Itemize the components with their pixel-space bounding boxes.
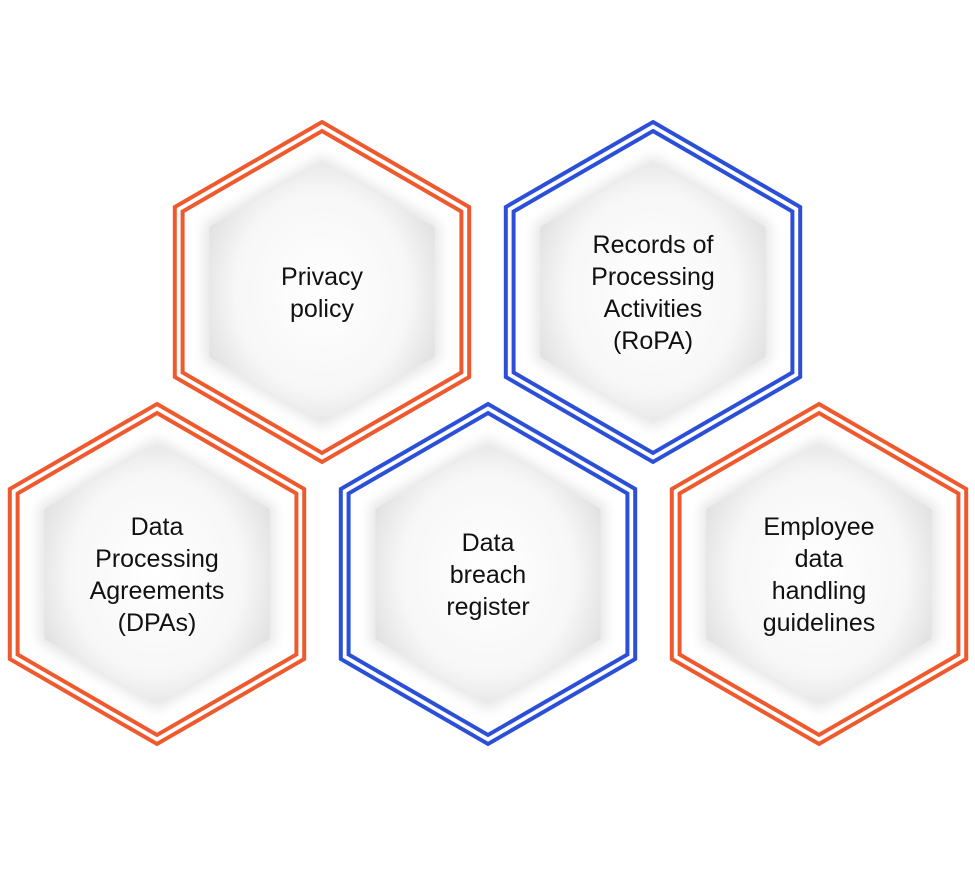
hexagon-inner-border — [511, 128, 795, 456]
hexagon-privacy-policy: Privacy policy — [172, 119, 472, 465]
hexagon-inner-border — [346, 410, 630, 738]
hexagon-outer-border — [338, 401, 638, 747]
hexagon-label-line: Activities — [604, 295, 703, 323]
hexagon-employee-guidelines: Employee data handling guidelines — [669, 401, 969, 747]
hexagon-inner-fill — [706, 444, 932, 704]
hexagon-label-line: register — [446, 593, 529, 621]
hexagon-label-line: guidelines — [763, 609, 876, 637]
hexagon-label-line: Records of — [593, 231, 714, 259]
hexagon-inner-fill — [44, 444, 270, 704]
hexagon-inner-border — [15, 410, 299, 738]
hexagon-label-line: Data — [462, 529, 515, 557]
hexagon-outer-border — [503, 119, 803, 465]
hexagon-outer-border — [172, 119, 472, 465]
hexagon-label-line: Processing — [95, 545, 219, 573]
hexagon-label-line: breach — [450, 561, 526, 589]
hexagon-label-line: Processing — [591, 263, 715, 291]
hexagon-label-line: (DPAs) — [118, 609, 197, 637]
hexagon-label-line: handling — [772, 577, 867, 605]
hexagon-label-line: (RoPA) — [613, 327, 693, 355]
hexagon-inner-border — [677, 410, 961, 738]
hexagon-label-line: Privacy — [281, 263, 363, 291]
hexagon-data-breach-register: Data breach register — [338, 401, 638, 747]
hexagon-label-line: policy — [290, 295, 354, 323]
hexagon-outer-border — [669, 401, 969, 747]
hexagon-inner-fill — [209, 162, 435, 422]
hexagon-label-line: data — [795, 545, 844, 573]
hexagon-outer-border — [7, 401, 307, 747]
hexagon-label-line: Agreements — [90, 577, 225, 605]
hexagon-inner-border — [180, 128, 464, 456]
hexagon-inner-fill — [540, 162, 766, 422]
hexagon-inner-fill — [375, 444, 601, 704]
hexagon-label-line: Data — [131, 513, 184, 541]
hexagon-label-line: Employee — [763, 513, 874, 541]
